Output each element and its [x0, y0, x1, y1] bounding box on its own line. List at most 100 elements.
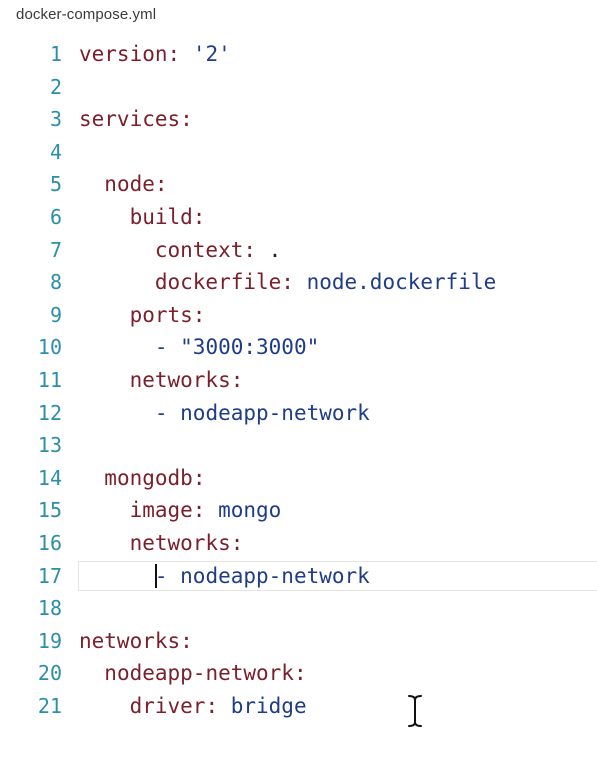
indent [79, 694, 130, 718]
code-line[interactable]: 1 version: '2' [0, 38, 597, 71]
code-text: - nodeapp-network [79, 397, 370, 430]
indent [79, 303, 130, 327]
line-number: 3 [49, 107, 62, 132]
line-number: 2 [49, 74, 62, 99]
indent [79, 368, 130, 392]
code-line[interactable]: 15 image: mongo [0, 494, 597, 527]
yaml-key: networks [129, 367, 231, 392]
line-number: 12 [37, 400, 62, 425]
yaml-separator: : [180, 107, 193, 132]
line-number: 5 [49, 172, 62, 197]
indent [79, 238, 155, 262]
yaml-separator: : [167, 42, 193, 66]
indent [79, 661, 104, 685]
yaml-key: ports [129, 302, 193, 327]
yaml-value: nodeapp-network [180, 400, 370, 425]
line-number: 10 [37, 335, 62, 360]
yaml-separator: : [192, 204, 206, 229]
indent [79, 401, 155, 425]
yaml-value: node.dockerfile [306, 270, 497, 295]
yaml-key: context [154, 237, 244, 262]
line-number: 21 [37, 693, 62, 718]
code-text: networks: [79, 527, 244, 560]
yaml-separator: : [281, 270, 307, 295]
line-number: 4 [49, 139, 62, 164]
indent [79, 205, 130, 229]
code-line[interactable]: 3 services: [0, 103, 597, 136]
line-number: 1 [49, 42, 62, 66]
line-number: 15 [37, 498, 62, 523]
indent [79, 564, 155, 588]
yaml-key: node [104, 172, 155, 197]
code-line[interactable]: 7 context: . [0, 234, 597, 267]
line-number: 18 [37, 596, 62, 621]
code-text: - "3000:3000" [79, 331, 319, 364]
line-number: 7 [49, 237, 62, 262]
yaml-value: bridge [230, 693, 307, 718]
yaml-separator: : [293, 661, 307, 686]
code-line[interactable]: 21 driver: bridge [0, 690, 597, 723]
code-text: mongodb: [79, 462, 205, 495]
indent [79, 498, 130, 522]
code-text: node: [79, 168, 167, 201]
yaml-value: mongo [218, 498, 282, 523]
indent [79, 335, 155, 359]
code-text: ports: [79, 299, 206, 332]
yaml-separator: : [243, 237, 269, 262]
list-dash: - [154, 400, 181, 425]
code-line[interactable]: 9 ports: [0, 299, 597, 332]
code-text: version: '2' [79, 38, 231, 71]
list-dash: - [154, 563, 181, 588]
text-ibeam-cursor-icon [406, 694, 424, 728]
yaml-separator: : [192, 465, 206, 490]
code-text: - nodeapp-network [79, 560, 370, 593]
code-line[interactable]: 8 dockerfile: node.dockerfile [0, 266, 597, 299]
code-line[interactable]: 17 - nodeapp-network [0, 560, 597, 593]
code-line[interactable]: 18 [0, 592, 597, 625]
yaml-key: driver [129, 693, 206, 718]
code-line[interactable]: 11 networks: [0, 364, 597, 397]
code-line[interactable]: 20 nodeapp-network: [0, 657, 597, 690]
code-text: networks: [79, 625, 193, 658]
yaml-value: '2' [192, 42, 231, 66]
yaml-separator: : [180, 628, 193, 653]
code-text: dockerfile: node.dockerfile [79, 266, 496, 299]
yaml-value: nodeapp-network [180, 563, 370, 588]
yaml-key: networks [79, 628, 181, 653]
code-line[interactable]: 16 networks: [0, 527, 597, 560]
code-line[interactable]: 10 - "3000:3000" [0, 331, 597, 364]
code-text: networks: [79, 364, 244, 397]
yaml-key: version [79, 42, 168, 66]
yaml-key: nodeapp-network [104, 661, 294, 686]
line-number: 6 [49, 204, 62, 229]
yaml-key: dockerfile [154, 270, 282, 295]
file-name-label: docker-compose.yml [16, 6, 157, 23]
yaml-value: . [268, 237, 282, 262]
indent [79, 270, 155, 294]
code-line[interactable]: 2 [0, 71, 597, 104]
code-line[interactable]: 12 - nodeapp-network [0, 397, 597, 430]
code-text: nodeapp-network: [79, 657, 307, 690]
yaml-separator: : [192, 302, 206, 327]
list-dash: - [154, 335, 181, 360]
line-number: 20 [37, 661, 62, 686]
code-text: driver: bridge [79, 690, 307, 723]
yaml-key: image [129, 498, 193, 523]
yaml-separator: : [230, 367, 244, 392]
code-text: build: [79, 201, 206, 234]
yaml-separator: : [192, 498, 219, 523]
code-text: image: mongo [79, 494, 282, 527]
indent [79, 172, 104, 196]
indent [79, 531, 130, 555]
yaml-separator: : [230, 530, 244, 555]
code-line[interactable]: 4 [0, 136, 597, 169]
text-caret [154, 563, 157, 588]
code-line[interactable]: 6 build: [0, 201, 597, 234]
code-line[interactable]: 14 mongodb: [0, 462, 597, 495]
code-line[interactable]: 5 node: [0, 168, 597, 201]
code-line[interactable]: 13 [0, 429, 597, 462]
line-number: 16 [37, 530, 62, 555]
yaml-key: services [79, 107, 181, 132]
